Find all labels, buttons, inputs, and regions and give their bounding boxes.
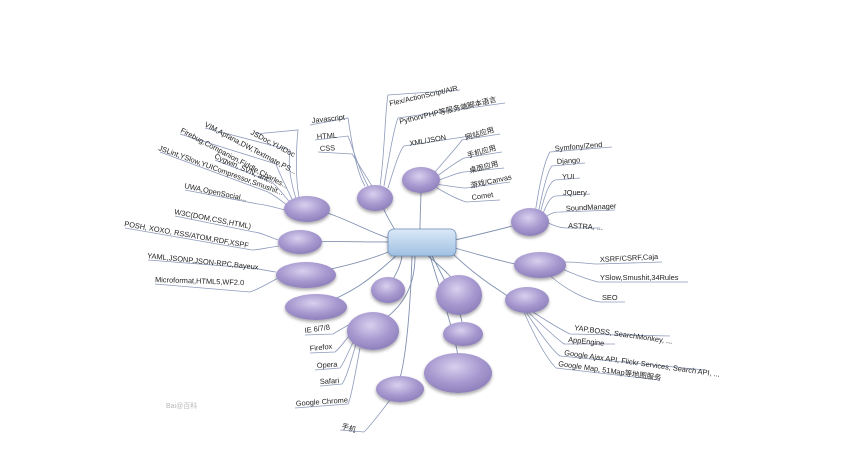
group-services-labels: YAP,BOSS, SearchMonkey, ... AppEngine Go… <box>558 323 721 382</box>
branch-connectors <box>301 189 521 379</box>
leaf-label: Comet <box>471 190 494 202</box>
leaf-label: 手机应用 <box>466 143 497 160</box>
group-server-labels: Flex/ActionScript/AIR Python/PHP等服务端脚本语言… <box>388 83 497 147</box>
leaf-label: Google Chrome <box>296 395 349 408</box>
oval-node-formats <box>276 262 336 288</box>
oval-node-center-right-b <box>443 322 483 346</box>
leaf-label: IE 6/7/8 <box>304 323 330 335</box>
group-frameworks-labels: Symfony/Zend Django YUI JQuery SoundMana… <box>554 140 617 232</box>
leaf-label: 游戏/Canvas <box>470 172 513 190</box>
leaf-label: Flex/ActionScript/AIR <box>388 83 458 107</box>
oval-node-services <box>505 287 549 313</box>
leaf-label: HTML <box>317 131 338 141</box>
oval-node-center-right-a <box>436 275 482 315</box>
leaf-label: YUI <box>562 172 574 181</box>
leaf-label: JQuery <box>563 188 587 197</box>
oval-node-mobile <box>376 376 424 402</box>
leaf-lines <box>124 89 706 433</box>
leaf-label: 手机 <box>340 421 357 434</box>
group-apps-labels: 网站应用 手机应用 桌面应用 游戏/Canvas Comet <box>464 125 513 202</box>
leaf-label: SEO <box>602 293 618 302</box>
group-security-labels: XSRF/CSRF,Caja YSlow,Smushit,34Rules SEO <box>600 252 679 302</box>
leaf-label: UWA,OpenSocial... <box>184 181 248 203</box>
oval-node-standards <box>278 230 322 254</box>
oval-node-center-bottom <box>424 353 492 393</box>
watermark: Bai@百科 <box>166 401 197 410</box>
oval-node-web-basics <box>357 185 393 211</box>
leaf-label: Symfony/Zend <box>554 140 602 153</box>
leaf-label: 网站应用 <box>464 125 495 142</box>
leaf-label: CSS <box>320 143 336 153</box>
group-web-basics-labels: Javascript HTML CSS <box>311 113 345 153</box>
oval-node-security <box>514 252 566 278</box>
group-browsers-labels: IE 6/7/8 Firefox Opera Safari Google Chr… <box>296 323 349 408</box>
leaf-label: Microformat,HTML5,WF2.0 <box>155 275 244 287</box>
oval-node-frameworks <box>511 208 549 236</box>
leaf-label: ASTRA, ... <box>568 221 603 232</box>
oval-node-server-languages <box>402 167 440 193</box>
leaf-label: Safari <box>320 376 340 386</box>
oval-node-browsers <box>347 312 399 350</box>
oval-node-left-lower <box>285 294 347 320</box>
leaf-label: Opera <box>317 360 339 370</box>
oval-nodes <box>276 167 566 402</box>
group-formats-labels: YAML,JSONP,JSON-RPC,Bayeux Microformat,H… <box>147 251 259 287</box>
leaf-label: XML/JSON <box>409 133 447 148</box>
center-node <box>387 228 457 257</box>
oval-node-small-center <box>371 277 405 303</box>
leaf-label: XSRF/CSRF,Caja <box>600 252 660 264</box>
leaf-label: SoundManager <box>566 201 617 213</box>
leaf-label: YAML,JSONP,JSON-RPC,Bayeux <box>147 251 259 272</box>
leaf-label: Firefox <box>309 342 333 353</box>
group-mobile-labels: 手机 <box>340 421 357 434</box>
leaf-label: AppEngine <box>568 335 605 348</box>
leaf-label: Django <box>557 155 581 166</box>
oval-node-tools <box>284 196 330 222</box>
leaf-label: Javascript <box>311 113 345 125</box>
leaf-label: YSlow,Smushit,34Rules <box>600 273 679 282</box>
leaf-label: 桌面应用 <box>468 159 499 175</box>
group-standards-labels: W3C(DOM,CSS,HTML) POSH, XOXO, RSS/ATOM,R… <box>124 207 252 250</box>
leaf-label: W3C(DOM,CSS,HTML) <box>174 207 252 231</box>
